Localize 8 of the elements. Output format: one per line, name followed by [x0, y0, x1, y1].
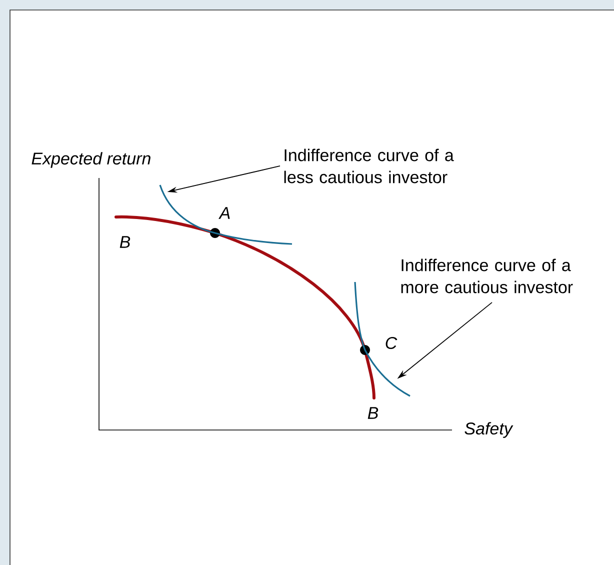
axis-label: Safety [464, 422, 514, 438]
point-label: A [218, 207, 230, 219]
annotation-text: Indifference curve of a less cautious investor [284, 148, 454, 184]
indifference-curve [159, 184, 292, 245]
point-label: C [386, 336, 398, 350]
axis-label: Expected return [32, 152, 150, 168]
annotation-text: Indifference curve of a more cautious investor [401, 258, 573, 294]
point-label: B [120, 236, 130, 248]
